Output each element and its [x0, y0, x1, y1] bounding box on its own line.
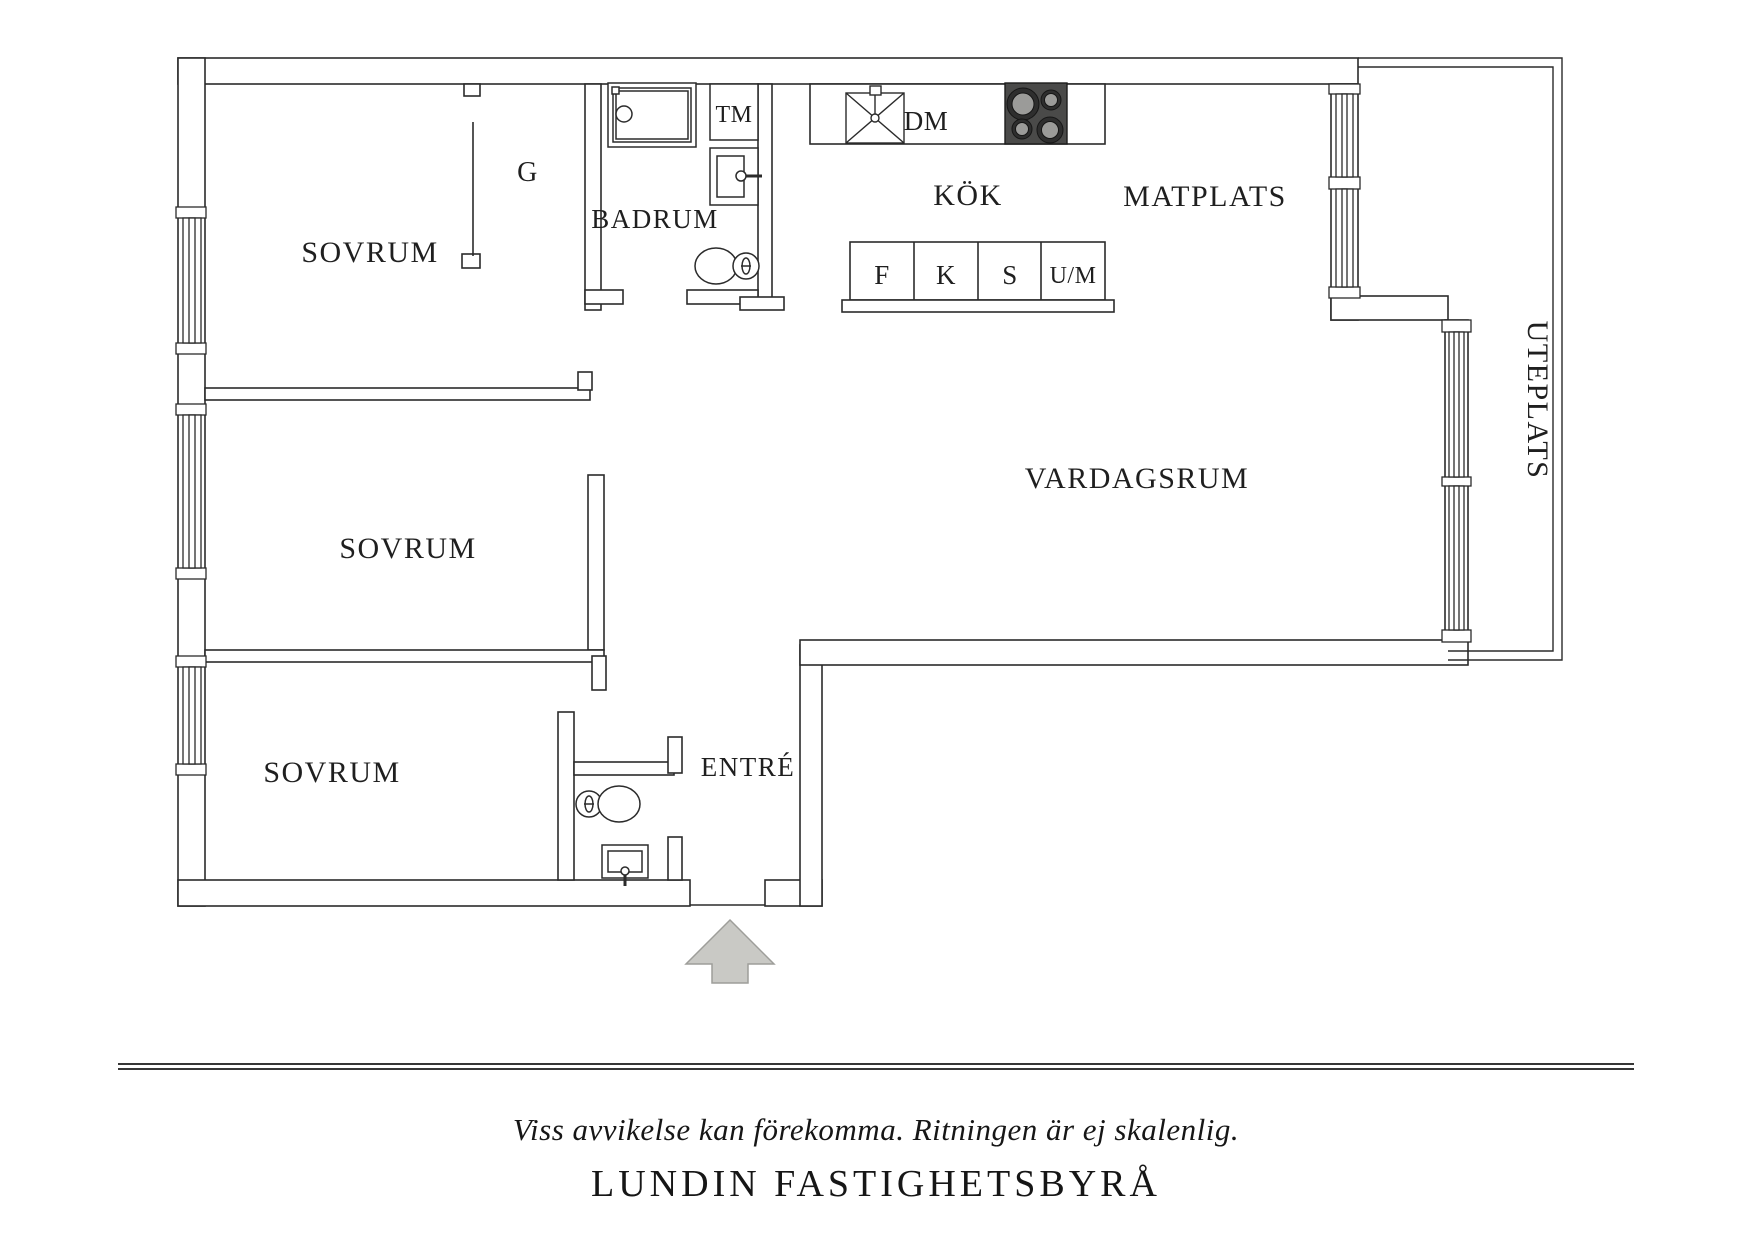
wall-segment — [1330, 295, 1449, 321]
wall-segment — [177, 879, 691, 907]
entrance-arrow-icon — [684, 918, 776, 984]
wall-segment — [461, 253, 481, 269]
windows — [175, 83, 1472, 776]
shower-icon — [607, 82, 697, 148]
bathroom-toilet-icon — [694, 247, 760, 285]
wall-segment — [584, 289, 624, 305]
appliance-labels: TM DM F K S U/M — [716, 102, 1097, 290]
wall-segment — [667, 736, 683, 774]
label-cabinet-f: F — [874, 260, 890, 290]
window-dining-icon — [1328, 83, 1361, 299]
wall-segment — [577, 371, 593, 391]
label-patio: UTEPLATS — [1521, 321, 1554, 480]
wall-segment — [584, 83, 602, 311]
kitchen-fixtures — [809, 82, 1115, 313]
wc-toilet-icon — [575, 785, 641, 823]
cabinet-plinth — [841, 299, 1115, 313]
wall-segment — [204, 387, 591, 401]
window-living-icon — [1441, 319, 1472, 643]
wc-fixtures — [575, 785, 649, 886]
wall-segment — [557, 711, 575, 881]
wall-segment — [667, 836, 683, 881]
window-bedroom2-icon — [175, 403, 207, 580]
bathroom-fixtures — [607, 82, 762, 285]
patio-border — [1358, 57, 1563, 661]
window-bedroom3-icon — [175, 655, 207, 776]
wall-segment — [591, 655, 607, 691]
label-washer: TM — [716, 102, 753, 128]
footer-brand: LUNDIN FASTIGHETSBYRÅ — [591, 1163, 1161, 1205]
room-labels: SOVRUM SOVRUM SOVRUM BADRUM G KÖK MATPLA… — [263, 157, 1554, 789]
wall-segment — [587, 474, 605, 651]
label-bedroom-2: SOVRUM — [339, 532, 476, 565]
stove-icon — [1004, 82, 1068, 145]
label-closet: G — [517, 157, 539, 188]
wall-segment — [799, 644, 823, 907]
wall-segment — [204, 649, 605, 663]
label-bedroom-1: SOVRUM — [301, 236, 438, 269]
kitchen-cabinet-row — [841, 241, 1115, 313]
footer-disclaimer: Viss avvikelse kan förekomma. Ritningen … — [513, 1112, 1239, 1147]
label-living: VARDAGSRUM — [1025, 462, 1250, 495]
washing-machine-icon — [709, 83, 759, 141]
wall-segment — [463, 83, 481, 97]
wall-segment — [757, 83, 773, 299]
label-entrance: ENTRÉ — [701, 752, 796, 782]
label-dining: MATPLATS — [1123, 180, 1287, 213]
label-bathroom: BADRUM — [591, 204, 719, 234]
label-bedroom-3: SOVRUM — [263, 756, 400, 789]
wall-segment — [573, 761, 675, 776]
label-dishwasher: DM — [904, 106, 949, 136]
label-cabinet-s: S — [1002, 260, 1018, 290]
label-kitchen: KÖK — [933, 179, 1003, 212]
kitchen-sink-icon — [845, 85, 905, 144]
label-cabinet-um: U/M — [1050, 263, 1097, 289]
window-bedroom1-icon — [175, 206, 207, 355]
wc-sink-icon — [601, 844, 649, 886]
wall-segment — [739, 296, 785, 311]
wall-segment — [177, 57, 1359, 85]
bathroom-sink-icon — [709, 147, 762, 206]
label-cabinet-k: K — [936, 260, 956, 290]
footer: Viss avvikelse kan förekomma. Ritningen … — [118, 1063, 1634, 1205]
wall-segment — [799, 639, 1469, 666]
